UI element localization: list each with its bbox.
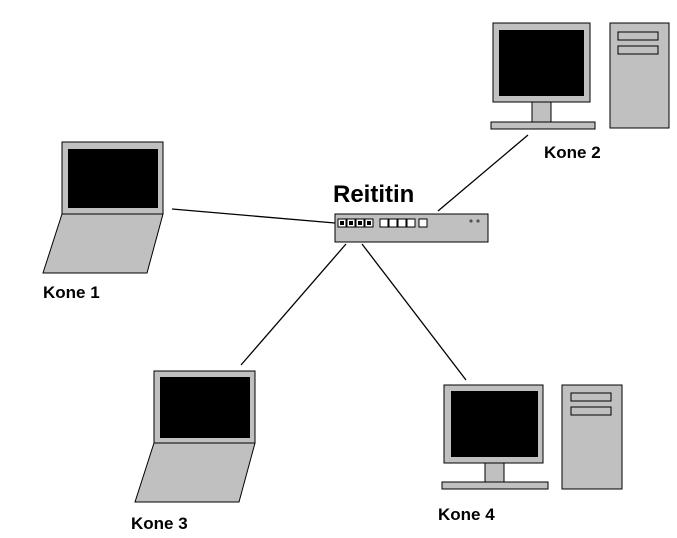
link-kone-1 xyxy=(171,208,336,224)
desktop-computer-icon xyxy=(490,22,670,130)
kone-2-label: Kone 2 xyxy=(544,143,601,162)
router-icon xyxy=(334,213,489,243)
kone-4-label: Kone 4 xyxy=(438,505,495,524)
kone-3-label: Kone 3 xyxy=(131,514,188,533)
kone-1-label: Kone 1 xyxy=(43,283,100,302)
link-kone-2 xyxy=(437,134,529,212)
laptop-icon xyxy=(134,370,256,503)
laptop-icon xyxy=(42,141,164,274)
link-kone-3 xyxy=(240,243,347,366)
desktop-computer-icon xyxy=(441,384,623,490)
router-label: Reititin xyxy=(333,181,414,208)
link-kone-4 xyxy=(361,243,467,381)
